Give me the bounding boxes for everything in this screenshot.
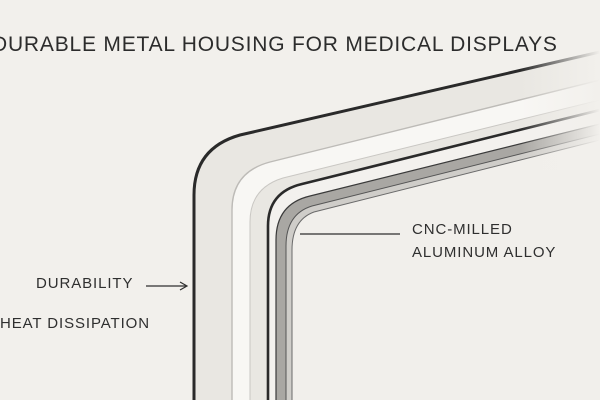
frame-layer-outline-2 <box>285 133 600 400</box>
page-title: DURABLE METAL HOUSING FOR MEDICAL DISPLA… <box>0 33 558 56</box>
heat-dissipation-callout: HEAT DISSIPATION <box>0 315 150 332</box>
frame-bevel-outline <box>231 79 600 400</box>
frame-inner-outline <box>266 108 600 400</box>
material-callout: CNC-MILLED ALUMINUM ALLOY <box>412 218 556 264</box>
durability-callout: DURABILITY <box>36 275 134 292</box>
frame-outer-outline <box>192 50 600 400</box>
material-callout-line1: CNC-MILLED <box>412 221 513 238</box>
frame-layer-stack <box>276 124 600 400</box>
material-callout-line2: ALUMINUM ALLOY <box>412 244 557 261</box>
frame-layer-inner <box>292 140 600 400</box>
frame-bevel <box>232 80 600 400</box>
frame-recess-outline <box>249 99 600 400</box>
frame-layer-outline-1 <box>275 123 600 400</box>
arrow-right-icon <box>146 281 189 291</box>
frame-layer-outline-3 <box>291 139 600 400</box>
fade-overlay <box>520 40 600 170</box>
